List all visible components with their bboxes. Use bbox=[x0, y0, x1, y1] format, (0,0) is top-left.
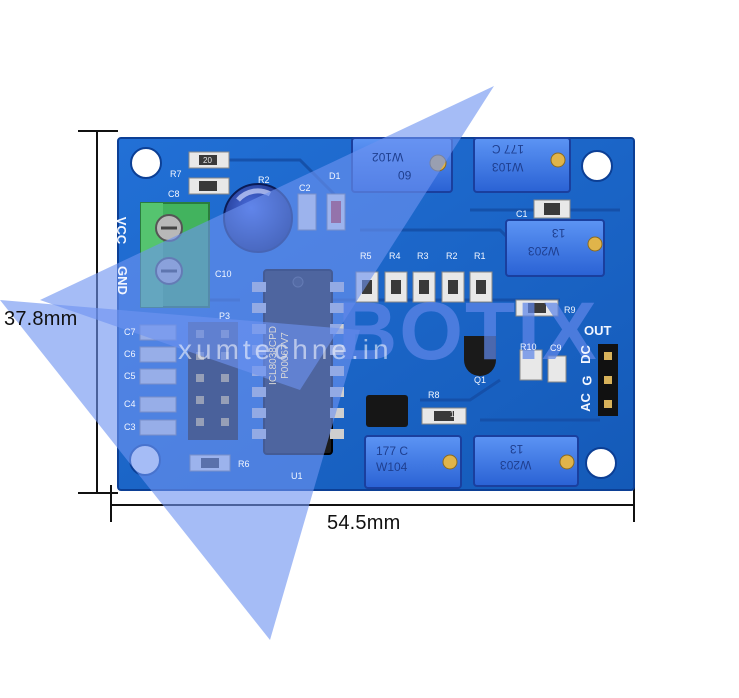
chip-ref: U1 bbox=[291, 471, 303, 481]
pot-label-3: W203 bbox=[528, 244, 560, 258]
cap-label-c5: C5 bbox=[124, 371, 136, 381]
res-label-r1: R1 bbox=[474, 251, 486, 261]
cap-label-c4: C4 bbox=[124, 399, 136, 409]
res-label-r10: R10 bbox=[520, 342, 537, 352]
transistor bbox=[464, 336, 496, 376]
cap-label-c8: C8 bbox=[168, 189, 180, 199]
cap-label-c7: C7 bbox=[124, 327, 136, 337]
output-title: OUT bbox=[584, 323, 612, 338]
pot-label-5: W203 bbox=[500, 458, 532, 472]
res-label-r4: R4 bbox=[389, 251, 401, 261]
cap-label-c1: C1 bbox=[516, 209, 528, 219]
terminal-label-gnd: GND bbox=[114, 266, 130, 295]
res-label-r5: R5 bbox=[360, 251, 372, 261]
chip-marking-1: ICL8038CPD bbox=[267, 326, 279, 385]
pot-top-5: 13 bbox=[510, 442, 524, 456]
res-label-r9: R9 bbox=[564, 305, 576, 315]
res-label-r7: R7 bbox=[170, 169, 182, 179]
cap-code: 20 bbox=[203, 156, 212, 165]
pot-top-2: 177 C bbox=[492, 142, 525, 156]
pot-top-3: 13 bbox=[552, 226, 566, 240]
diode-label-d1: D1 bbox=[329, 171, 341, 181]
pot-top-1: 60 bbox=[398, 168, 412, 182]
res-label-r2b: R2 bbox=[258, 175, 270, 185]
resistor-code: 103 bbox=[450, 410, 464, 419]
output-pin-g: G bbox=[579, 375, 595, 386]
transistor-label: Q1 bbox=[474, 375, 487, 385]
res-label-r2: R2 bbox=[446, 251, 458, 261]
pot-label-4: W104 bbox=[376, 460, 408, 474]
chip-marking-2: P00067V7 bbox=[279, 332, 291, 379]
cap-label-c9: C9 bbox=[550, 343, 562, 353]
pot-label-2: W103 bbox=[492, 160, 524, 174]
res-label-r8: R8 bbox=[428, 390, 440, 400]
pot-label-1: W102 bbox=[372, 150, 404, 164]
height-dimension-label: 37.8mm bbox=[4, 308, 78, 330]
watermark-logo bbox=[0, 86, 494, 640]
cap-label-c6: C6 bbox=[124, 349, 136, 359]
output-pin-ac: AC bbox=[577, 393, 593, 412]
watermark-brand: BOTIX bbox=[338, 286, 599, 377]
res-label-r3: R3 bbox=[417, 251, 429, 261]
res-label-r6: R6 bbox=[238, 459, 250, 469]
cap-label-c2: C2 bbox=[299, 183, 311, 193]
width-dimension-label: 54.5mm bbox=[327, 512, 401, 534]
watermark-site: xumtechne.in bbox=[178, 334, 393, 365]
pot-top-4: 177 C bbox=[376, 444, 409, 458]
cap-label-c10: C10 bbox=[215, 269, 232, 279]
terminal-label-vcc: VCC bbox=[114, 216, 130, 245]
header-label-p3: P3 bbox=[219, 311, 231, 321]
output-pin-dc: DC bbox=[577, 345, 593, 364]
cap-label-c3: C3 bbox=[124, 422, 136, 432]
